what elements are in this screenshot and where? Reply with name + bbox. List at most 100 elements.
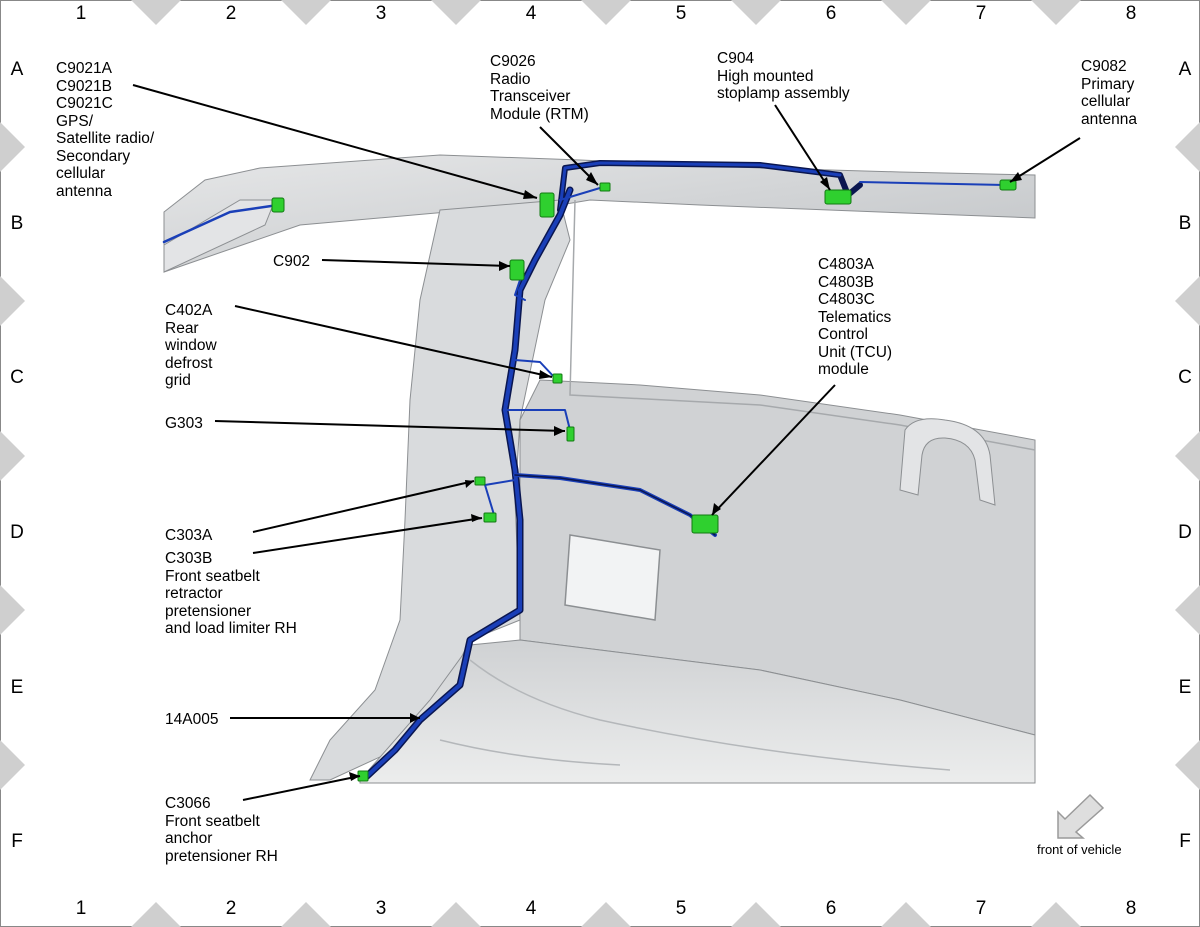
connector-c402a <box>552 373 563 384</box>
frame-triangle <box>0 431 25 481</box>
grid-row-label: C <box>10 367 24 388</box>
connector-c902 <box>509 259 525 281</box>
callout-line: C4803A <box>818 256 875 273</box>
grid-row-label: B <box>1178 213 1192 234</box>
callout-line: module <box>818 361 869 378</box>
callout-line: C9021B <box>56 77 113 95</box>
frame-triangle <box>0 740 25 790</box>
callout-line: cellular <box>1081 93 1131 110</box>
grid-column-label: 2 <box>225 3 237 24</box>
callout-line: pretensioner RH <box>165 847 278 865</box>
frame-triangle <box>1031 0 1081 25</box>
frame-triangle <box>1175 122 1200 172</box>
callout-line: C3066 <box>165 795 211 812</box>
frame-triangle <box>881 0 931 25</box>
callout-14a005: 14A005 <box>165 711 218 729</box>
callout-line: anchor <box>165 830 213 847</box>
callout-line: C9026 <box>490 53 536 70</box>
grid-column-label: 7 <box>975 3 987 24</box>
connector-left-antenna <box>271 197 285 213</box>
frame-triangle <box>731 902 781 927</box>
grid-column-label: 6 <box>825 3 837 24</box>
vehicle-body <box>163 154 1036 784</box>
callout-line: cellular <box>56 165 106 182</box>
connector-g303 <box>566 426 575 442</box>
grid-column-label: 3 <box>375 3 387 24</box>
grid-column-label: 8 <box>1125 898 1137 919</box>
frame-triangle <box>581 0 631 25</box>
grid-column-label: 2 <box>225 898 237 919</box>
connector-c9082 <box>999 179 1017 191</box>
grid-row-label: A <box>10 59 24 80</box>
callout-line: stoplamp assembly <box>717 85 850 102</box>
grid-column-label: 5 <box>675 3 687 24</box>
callout-line: C902 <box>273 253 311 270</box>
grid-row-label: F <box>11 831 23 852</box>
grid-row-label: E <box>1178 677 1192 698</box>
frame-triangle <box>0 585 25 635</box>
grid-column-label: 7 <box>975 898 987 919</box>
frame-triangle <box>1175 585 1200 635</box>
frame-triangle <box>731 0 781 25</box>
grid-column-label: 1 <box>75 898 87 919</box>
callout-line: retractor <box>165 585 223 602</box>
callout-line: antenna <box>1081 110 1138 128</box>
frame-triangle <box>431 902 481 927</box>
grid-column-label: 8 <box>1125 3 1137 24</box>
callout-line: Transceiver <box>490 88 571 105</box>
callout-line: Module (RTM) <box>490 105 589 123</box>
callout-line: C303A <box>165 527 213 544</box>
frame-triangle <box>1175 431 1200 481</box>
callout-line: grid <box>165 372 191 389</box>
connector-c9026 <box>599 182 611 192</box>
grid-row-label: B <box>10 213 24 234</box>
callout-line: Telematics <box>818 308 892 326</box>
callout-line: Rear <box>165 319 199 337</box>
grid-row-label: D <box>10 522 24 543</box>
callout-line: C9021A <box>56 60 113 77</box>
frame-triangle <box>431 0 481 25</box>
frame-triangle <box>0 276 25 326</box>
leader-arrowheads <box>349 172 1022 781</box>
connector-c303b <box>483 512 497 523</box>
grid-row-label: F <box>1179 831 1191 852</box>
frame-triangle <box>281 902 331 927</box>
callout-line: Front seatbelt <box>165 567 260 585</box>
callout-line: Control <box>818 326 868 343</box>
frame-triangle <box>581 902 631 927</box>
callout-line: pretensioner <box>165 602 252 620</box>
callout-line: Secondary <box>56 147 131 165</box>
grid-column-label: 1 <box>75 3 87 24</box>
leader-lines <box>132 84 1081 801</box>
frame-triangle <box>281 0 331 25</box>
frame-triangle <box>131 0 181 25</box>
callout-line: G303 <box>165 415 203 432</box>
connector-c904 <box>824 189 852 205</box>
frame-triangle <box>1175 276 1200 326</box>
grid-column-label: 6 <box>825 898 837 919</box>
callout-line: defrost <box>165 354 213 372</box>
callout-line: antenna <box>56 182 113 200</box>
grid-column-label: 4 <box>525 898 537 919</box>
callout-line: Satellite radio/ <box>56 130 155 147</box>
callout-line: C4803B <box>818 273 875 291</box>
connector-c9021 <box>539 192 555 218</box>
callout-line: C402A <box>165 302 213 319</box>
grid-row-label: E <box>10 677 24 698</box>
frame-triangle <box>1031 902 1081 927</box>
frame-triangle <box>881 902 931 927</box>
callout-g303: G303 <box>165 415 203 433</box>
frame-triangle <box>131 902 181 927</box>
callout-line: C904 <box>717 50 755 67</box>
callout-line: GPS/ <box>56 112 94 130</box>
callout-line: C4803C <box>818 291 875 308</box>
connector-c4803 <box>691 514 719 534</box>
callout-line: window <box>165 337 217 354</box>
